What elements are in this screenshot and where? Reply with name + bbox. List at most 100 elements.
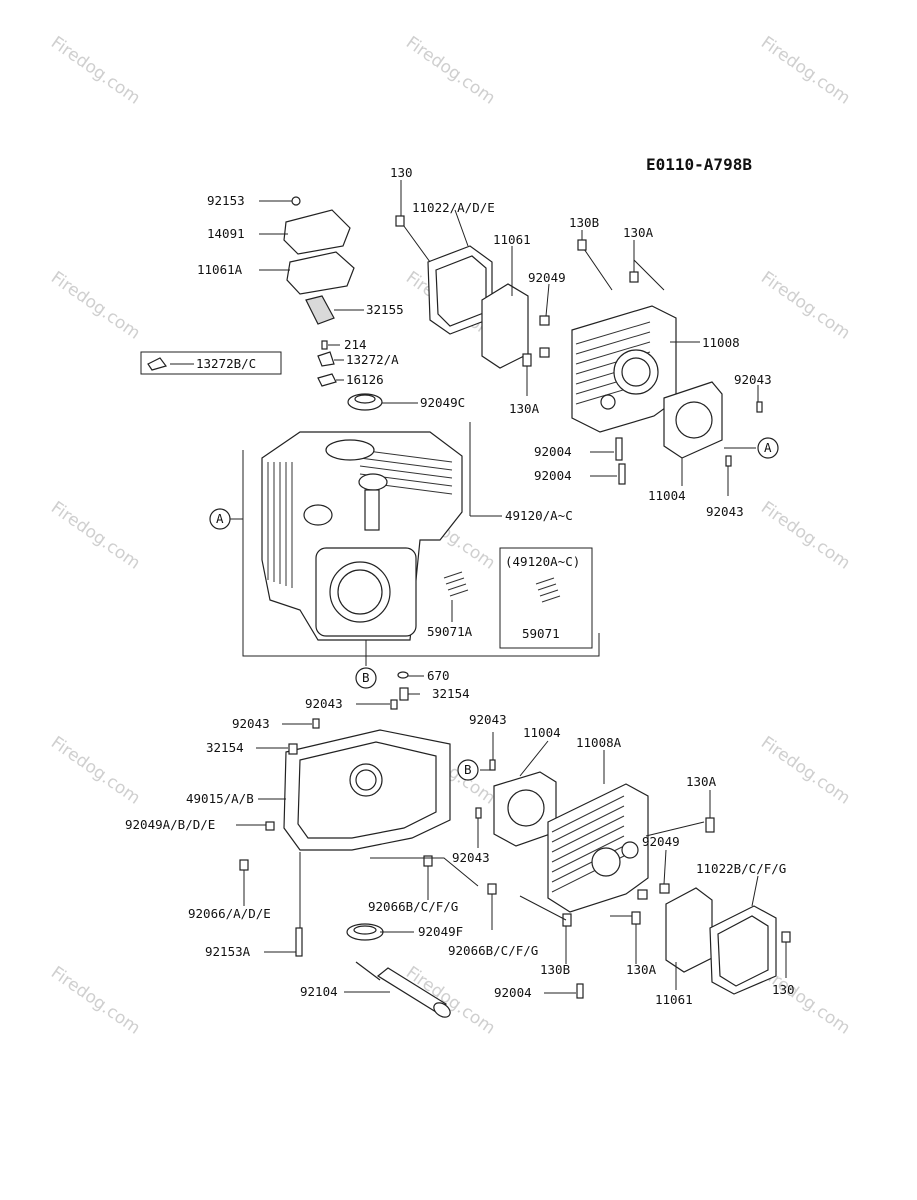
dowel-92043-r2 xyxy=(725,455,732,467)
part-label: 59071A xyxy=(427,624,473,639)
part-label: 11008A xyxy=(576,735,622,750)
crankcase-half-49015 xyxy=(283,729,451,851)
part-label: 92043 xyxy=(469,712,507,727)
ref-circle-b xyxy=(355,667,377,689)
bolt-130A-b1 xyxy=(705,817,715,833)
part-labels: 92153 14091 11061A 32155 214 13272/A 132… xyxy=(125,165,795,1007)
watermark: Firedog.com xyxy=(757,498,854,574)
part-label: 92043 xyxy=(305,696,343,711)
spring-59071 xyxy=(535,577,561,603)
bolt-130-bot xyxy=(781,931,791,943)
filter-32155 xyxy=(305,295,335,325)
watermark: Firedog.com xyxy=(47,498,144,574)
watermark: Firedog.com xyxy=(757,33,854,109)
part-label: 92066B/C/F/G xyxy=(368,899,458,914)
oil-seal-inner xyxy=(354,394,376,404)
part-label: 11022/A/D/E xyxy=(412,200,495,215)
part-label: 670 xyxy=(427,668,450,683)
part-label: 32155 xyxy=(366,302,404,317)
crankcase-49120 xyxy=(261,431,463,641)
bolt-130B-bot xyxy=(562,913,572,927)
bolt-92153 xyxy=(291,196,301,206)
part-label: 92104 xyxy=(300,984,338,999)
part-label: 92049C xyxy=(420,395,465,410)
part-label: 92153 xyxy=(207,193,245,208)
part-label: 92043 xyxy=(734,372,772,387)
dowel-92043-r1 xyxy=(756,401,763,413)
ref-circle-b xyxy=(457,759,479,781)
ref-label-a: A xyxy=(216,511,224,526)
bolt-130A-b2 xyxy=(631,911,641,925)
part-label: 49120/A~C xyxy=(505,508,573,523)
stud-92004-a xyxy=(615,437,623,461)
dowel-92043-c2 xyxy=(312,718,320,729)
part-label: 11008 xyxy=(702,335,740,350)
part-label: 92066B/C/F/G xyxy=(448,943,538,958)
pin-214 xyxy=(321,340,328,350)
watermark: Firedog.com xyxy=(47,733,144,809)
dowel-92043-b2 xyxy=(475,807,482,819)
inset-box-49120 xyxy=(499,547,593,649)
part-label: 92066/A/D/E xyxy=(188,906,271,921)
stud-92004-bot xyxy=(576,983,584,999)
bolt-130B-top xyxy=(577,239,587,251)
part-label: 32154 xyxy=(432,686,470,701)
part-label: 92043 xyxy=(232,716,270,731)
inset-box-13272BC xyxy=(140,351,282,375)
ref-circle-a xyxy=(757,437,779,459)
bolt-130A-top xyxy=(629,271,639,283)
stud-92004-b xyxy=(618,463,626,485)
part-label: 130A xyxy=(509,401,540,416)
watermark: Firedog.com xyxy=(757,268,854,344)
part-label: 92049 xyxy=(528,270,566,285)
part-label: 92049F xyxy=(418,924,463,939)
bolt-line xyxy=(400,221,431,263)
dowel-32154 xyxy=(399,687,409,701)
nut-92049-b xyxy=(539,347,550,358)
part-label: 16126 xyxy=(346,372,384,387)
spring-59071A xyxy=(443,571,469,597)
ref-label-b: B xyxy=(362,670,370,685)
part-label: 11061A xyxy=(197,262,243,277)
part-label: 130 xyxy=(772,982,795,997)
part-label: 92049A/B/D/E xyxy=(125,817,215,832)
bolt-92153A xyxy=(295,927,303,957)
dowel-32154-b xyxy=(288,743,298,755)
dowel-92043-b1 xyxy=(489,759,496,771)
part-drawings xyxy=(140,196,791,1018)
part-lines-lower xyxy=(299,852,479,928)
part-label: 11004 xyxy=(648,488,686,503)
watermark: Firedog.com xyxy=(402,33,499,109)
sealant-tube-92104 xyxy=(355,961,451,1018)
o-ring-670 xyxy=(397,671,409,679)
part-label: 14091 xyxy=(207,226,245,241)
plug-92066ADE xyxy=(239,859,249,871)
part-label: 130A xyxy=(686,774,717,789)
part-label: 130 xyxy=(390,165,413,180)
part-label: 92004 xyxy=(534,444,572,459)
bolt-lines-130 xyxy=(581,245,665,291)
nut-92049-top xyxy=(539,315,550,326)
bracket-13272A xyxy=(317,351,335,367)
part-label: 130A xyxy=(626,962,657,977)
part-label: 13272/A xyxy=(346,352,399,367)
bolt-130A-mid xyxy=(522,353,532,367)
reference-markers: A A B B xyxy=(209,437,779,781)
watermark: Firedog.com xyxy=(47,268,144,344)
part-label: 92004 xyxy=(494,985,532,1000)
part-label: 32154 xyxy=(206,740,244,755)
part-label: 130B xyxy=(540,962,570,977)
diagram-code: E0110-A798B xyxy=(646,155,752,174)
gasket-11061-bottom xyxy=(665,887,713,973)
bolt-line-130A xyxy=(645,821,705,837)
part-label: (49120A~C) xyxy=(505,554,580,569)
part-label: 130B xyxy=(569,215,599,230)
watermark: Firedog.com xyxy=(47,963,144,1039)
part-label: 92004 xyxy=(534,468,572,483)
rocker-cover-11022BCFG xyxy=(709,905,777,995)
part-label: 214 xyxy=(344,337,367,352)
part-label: 49015/A/B xyxy=(186,791,254,806)
watermark: Firedog.com xyxy=(402,963,499,1039)
leader-lines xyxy=(170,180,787,994)
